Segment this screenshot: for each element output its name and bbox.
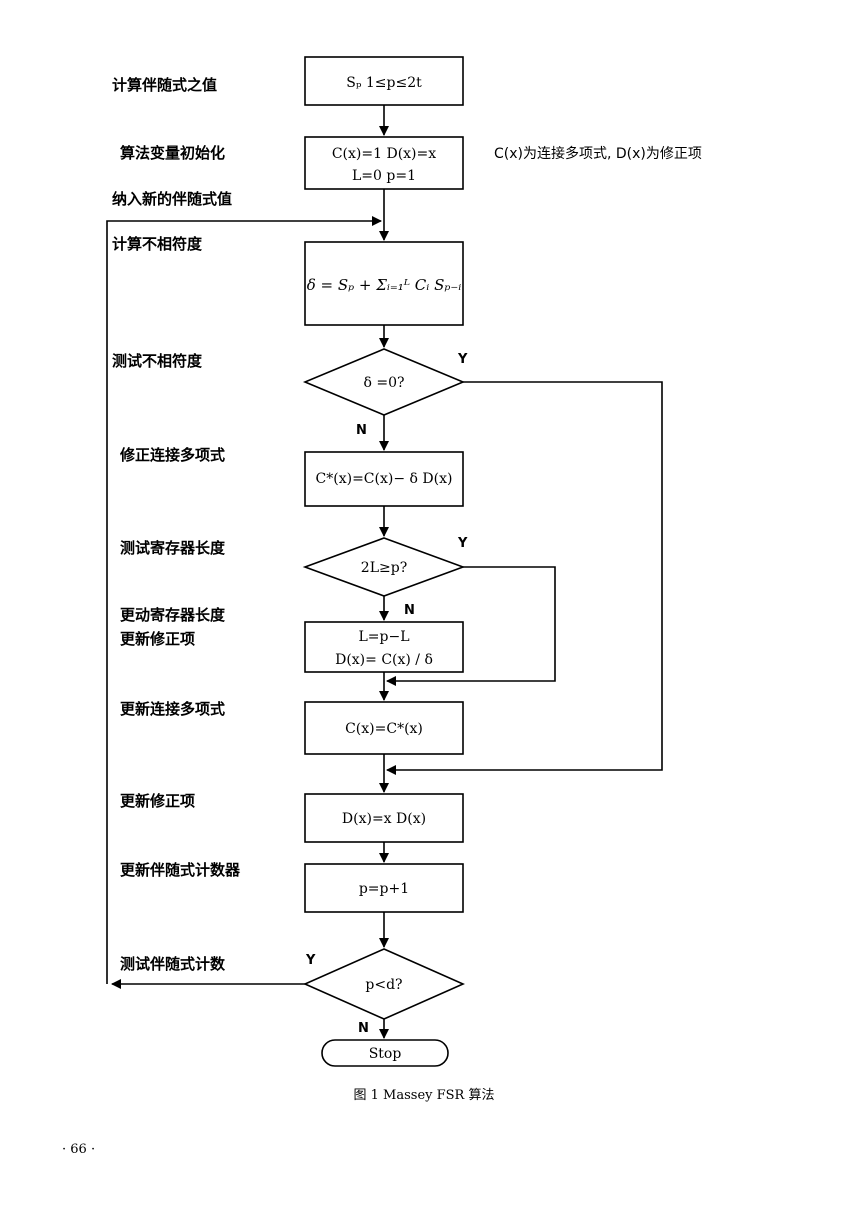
annotation-note: C(x)为连接多项式, D(x)为修正项 — [494, 145, 702, 162]
discrepancy-formula: δ = Sₚ + Σᵢ₌₁ᴸ Cᵢ Sₚ₋ᵢ — [307, 276, 462, 294]
syndrome-box-text: Sₚ 1≤p≤2t — [346, 75, 422, 91]
step-label-change-register-length: 更动寄存器长度 — [120, 606, 226, 624]
decision2-no-label: N — [404, 603, 415, 618]
decision3-yes-label: Y — [305, 953, 316, 968]
step-label-test-discrepancy: 测试不相符度 — [112, 352, 203, 370]
correct-poly-box — [304, 451, 464, 507]
decision3-no-label: N — [358, 1021, 369, 1036]
step-label-update-correction-term-2: 更新修正项 — [120, 792, 195, 810]
step-label-correct-connection-poly: 修正连接多项式 — [119, 446, 225, 464]
step-label-init-variables: 算法变量初始化 — [120, 144, 225, 162]
update-correction-text: D(x)=x D(x) — [342, 811, 426, 827]
decision1-yes-label: Y — [457, 352, 468, 367]
counter-decision-text: p<d? — [365, 977, 402, 993]
init-box-line1: C(x)=1 D(x)=x — [332, 146, 436, 162]
discrepancy-zero-text: δ =0? — [363, 375, 404, 391]
increment-counter-text: p=p+1 — [359, 881, 409, 897]
figure-caption: 图 1 Massey FSR 算法 — [354, 1088, 495, 1103]
update-length-line1: L=p−L — [358, 629, 409, 645]
page-number: · 66 · — [62, 1142, 95, 1157]
init-box — [304, 136, 464, 190]
step-label-test-syndrome-count: 测试伴随式计数 — [120, 955, 226, 973]
init-box-line2: L=0 p=1 — [352, 168, 416, 184]
discrepancy-box — [304, 241, 464, 326]
step-label-update-syndrome-counter: 更新伴随式计数器 — [120, 861, 241, 879]
correct-poly-text: C*(x)=C(x)− δ D(x) — [316, 471, 453, 487]
update-length-line2: D(x)= C(x) / δ — [335, 652, 433, 668]
update-correction-box — [304, 793, 464, 843]
step-label-update-correction-term: 更新修正项 — [120, 630, 195, 648]
step-label-new-syndrome: 纳入新的伴随式值 — [112, 190, 232, 208]
decision1-no-label: N — [356, 423, 367, 438]
register-length-text: 2L≥p? — [361, 560, 407, 576]
stop-text: Stop — [369, 1046, 402, 1062]
syndrome-box — [304, 56, 464, 106]
stop-terminal — [321, 1039, 449, 1067]
step-label-compute-syndromes: 计算伴随式之值 — [112, 76, 217, 94]
step-label-compute-discrepancy: 计算不相符度 — [112, 235, 203, 253]
step-label-update-connection-poly: 更新连接多项式 — [120, 700, 225, 718]
update-poly-text: C(x)=C*(x) — [345, 721, 423, 737]
update-poly-box — [304, 701, 464, 755]
step-label-test-register-length: 测试寄存器长度 — [120, 539, 226, 557]
increment-counter-box — [304, 863, 464, 913]
decision2-yes-label: Y — [457, 536, 468, 551]
update-length-box — [304, 621, 464, 673]
